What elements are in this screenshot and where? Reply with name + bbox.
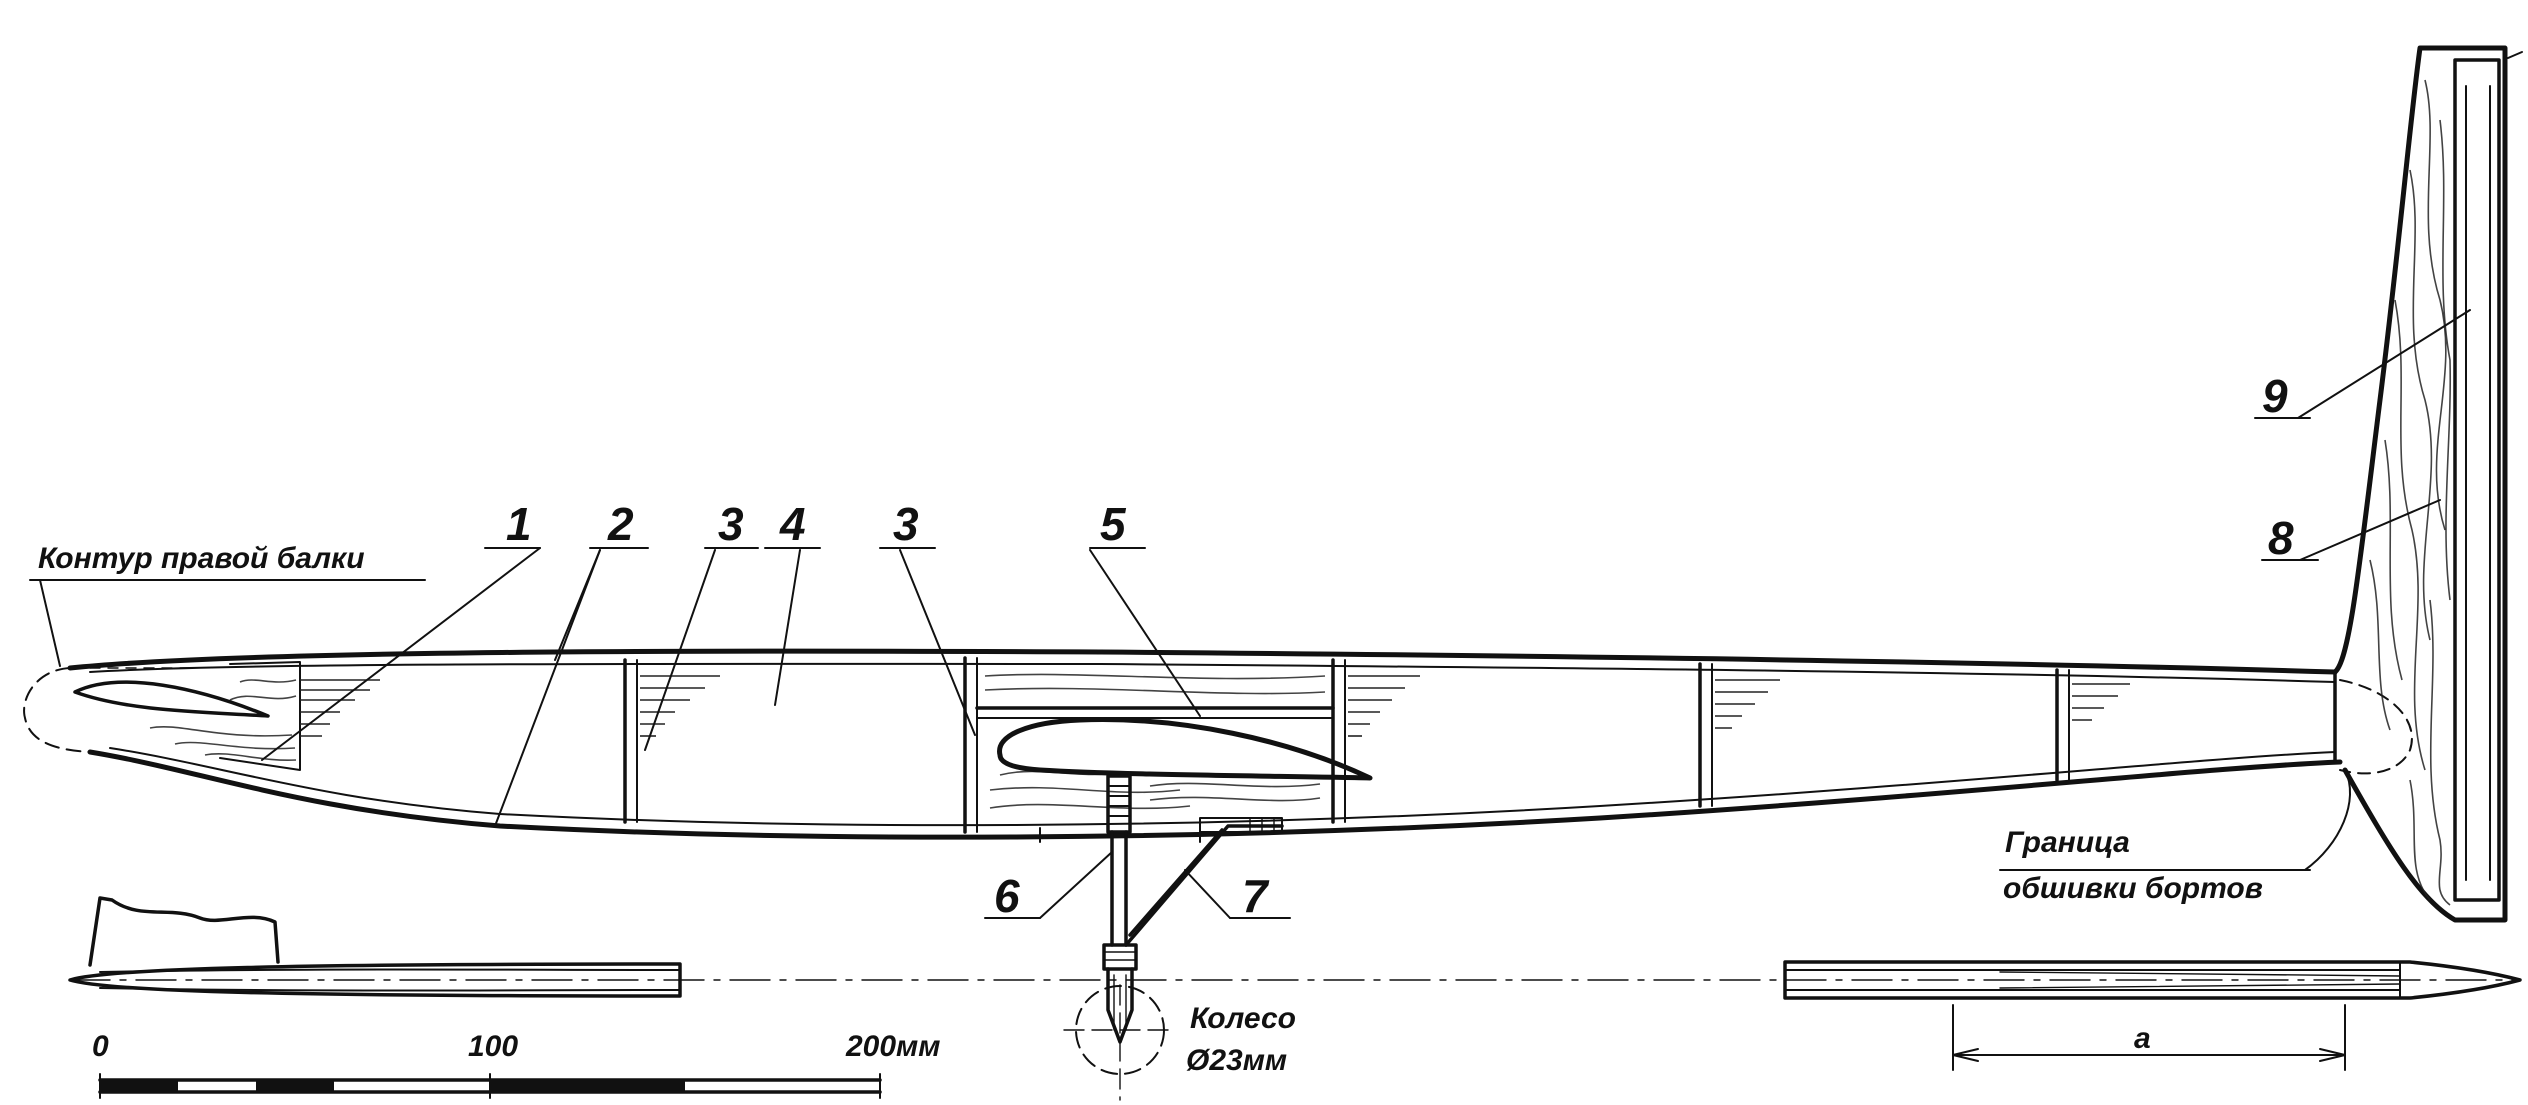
wing-airfoil-section <box>997 717 1373 781</box>
label-item-7: 7 <box>1242 870 1270 922</box>
bay-hatching <box>300 675 2130 737</box>
leader-lines <box>29 309 2471 919</box>
scale-tick-0: 0 <box>92 1030 109 1063</box>
plan-view-front <box>68 896 682 998</box>
label-item-9: 9 <box>2262 370 2288 422</box>
bulkheads <box>623 656 2337 834</box>
label-item-5: 5 <box>1100 498 1127 550</box>
label-item-1: 1 <box>506 498 532 550</box>
scale-tick-100: 100 <box>468 1030 518 1063</box>
nose-wood-grain <box>149 679 297 762</box>
boom-bottom-outline <box>87 749 2343 840</box>
label-wheel-2: Ø23мм <box>1186 1044 1287 1077</box>
label-wheel-1: Колесо <box>1190 1002 1296 1035</box>
label-skin-boundary-2: обшивки бортов <box>2003 872 2263 905</box>
landing-gear <box>1039 774 1284 1044</box>
label-dimension-a: a <box>2134 1022 2151 1055</box>
tail-fin-root-contour <box>2339 679 2413 775</box>
label-right-boom-contour: Контур правой балки <box>38 542 365 575</box>
boom-top-inner-line <box>89 662 2336 683</box>
label-item-4: 4 <box>779 498 806 550</box>
tail-fin-outline <box>2332 45 2508 923</box>
tail-fin-wood-grain <box>2369 79 2452 906</box>
label-item-6: 6 <box>994 870 1020 922</box>
label-item-3-right: 3 <box>893 498 919 550</box>
nose-fairing <box>73 680 270 718</box>
dimension-a <box>1952 1004 2346 1071</box>
fin-tip-mark <box>2507 51 2523 59</box>
label-item-8: 8 <box>2268 512 2294 564</box>
scale-tick-200: 200мм <box>845 1030 940 1063</box>
tail-fin-frame <box>2453 58 2501 902</box>
plan-view-rear <box>1783 960 2522 1000</box>
label-item-2: 2 <box>607 498 634 550</box>
nose-wood-block <box>219 661 301 771</box>
label-item-3-left: 3 <box>718 498 744 550</box>
scale-bar <box>98 1073 882 1099</box>
boom-top-outline <box>67 648 2338 675</box>
right-boom-contour-outline <box>23 667 91 753</box>
label-skin-boundary-1: Граница <box>2005 826 2130 859</box>
wing-mount-block <box>975 673 1335 810</box>
